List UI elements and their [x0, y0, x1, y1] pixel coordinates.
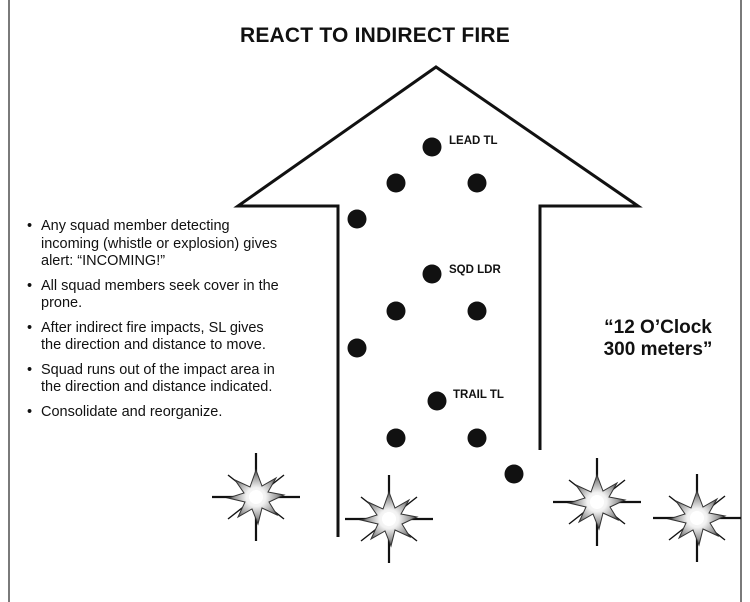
instruction-item: Consolidate and reorganize. [27, 404, 287, 422]
explosion-burst-icon [551, 456, 643, 548]
soldier-dot-icon [467, 301, 487, 321]
soldier-dot-icon [504, 464, 524, 484]
soldier-dot-icon [427, 391, 447, 411]
soldier-dot-icon [347, 338, 367, 358]
soldier-dot-icon [386, 301, 406, 321]
soldier-dot-icon [386, 428, 406, 448]
instruction-item: All squad members seek cover in the pron… [27, 278, 287, 313]
direction-callout: “12 O’Clock 300 meters” [578, 317, 738, 361]
soldier-dot-icon [467, 173, 487, 193]
instruction-item: Any squad member detecting incoming (whi… [27, 218, 287, 271]
soldier-dot-icon [422, 137, 442, 157]
soldier-dot-icon [347, 209, 367, 229]
instruction-list: Any squad member detecting incoming (whi… [27, 218, 287, 428]
soldier-dot-icon [467, 428, 487, 448]
up-arrow-icon [233, 65, 643, 537]
callout-distance: 300 meters” [603, 339, 713, 360]
explosion-burst-icon [651, 472, 743, 564]
soldier-dot-icon [422, 264, 442, 284]
explosion-burst-icon [210, 451, 302, 543]
squad-formation [347, 137, 524, 484]
explosion-burst-icon [343, 473, 435, 565]
instruction-item: After indirect fire impacts, SL gives th… [27, 320, 287, 355]
label-lead-tl: LEAD TL [449, 135, 498, 147]
label-sqd-ldr: SQD LDR [449, 264, 501, 276]
callout-direction: “12 O’Clock [604, 317, 712, 338]
instruction-item: Squad runs out of the impact area in the… [27, 362, 287, 397]
soldier-dot-icon [386, 173, 406, 193]
diagram-title: REACT TO INDIRECT FIRE [239, 24, 511, 47]
label-trail-tl: TRAIL TL [453, 389, 504, 401]
